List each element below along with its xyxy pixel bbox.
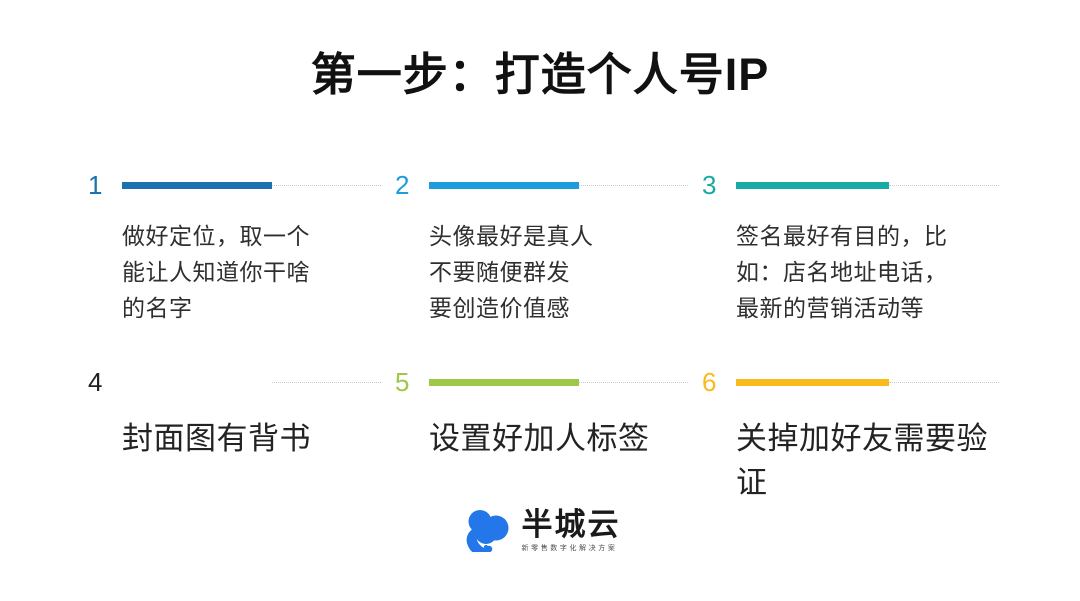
step-number-5: 5 bbox=[395, 367, 410, 397]
page-title: 第一步：打造个人号IP bbox=[310, 49, 770, 100]
step-bar-remainder-3 bbox=[888, 185, 999, 186]
cloud-logo-icon bbox=[460, 508, 510, 556]
step-bar-fill-1 bbox=[122, 181, 273, 189]
steps-grid: 1 做好定位，取一个 能让人知道你干啥 的名字 2 头像最好是真人 不要随便群发… bbox=[88, 168, 1013, 505]
step-progress-bar-6 bbox=[736, 377, 999, 387]
step-header-6: 6 bbox=[702, 365, 999, 399]
step-item-2: 2 头像最好是真人 不要随便群发 要创造价值感 bbox=[395, 168, 702, 365]
step-bar-remainder-6 bbox=[888, 382, 999, 383]
step-item-4: 4 封面图有背书 bbox=[88, 365, 395, 505]
step-text-4: 封面图有背书 bbox=[122, 421, 311, 456]
step-bar-fill-5 bbox=[429, 378, 580, 386]
step-progress-bar-1 bbox=[122, 180, 381, 190]
step-number-4: 4 bbox=[88, 367, 103, 397]
step-bar-remainder-2 bbox=[579, 185, 688, 186]
step-header-1: 1 bbox=[88, 168, 381, 202]
logo-textblock: 半城云 新零售数字化解决方案 bbox=[522, 509, 621, 552]
step-header-3: 3 bbox=[702, 168, 999, 202]
step-bar-fill-4 bbox=[122, 379, 272, 386]
step-item-6: 6 关掉加好友需要验 证 bbox=[702, 365, 1013, 505]
footer-logo: 半城云 新零售数字化解决方案 bbox=[0, 508, 1080, 556]
step-text-5: 设置好加人标签 bbox=[429, 421, 650, 456]
step-text-1: 做好定位，取一个 能让人知道你干啥 的名字 bbox=[122, 223, 310, 321]
step-item-3: 3 签名最好有目的，比 如：店名地址电话， 最新的营销活动等 bbox=[702, 168, 1013, 365]
step-progress-bar-2 bbox=[429, 180, 688, 190]
step-bar-remainder-5 bbox=[579, 382, 688, 383]
step-bar-fill-2 bbox=[429, 181, 580, 189]
step-progress-bar-4 bbox=[122, 377, 381, 387]
step-number-1: 1 bbox=[88, 170, 103, 200]
step-progress-bar-3 bbox=[736, 180, 999, 190]
step-item-5: 5 设置好加人标签 bbox=[395, 365, 702, 505]
step-bar-remainder-4 bbox=[272, 382, 381, 383]
logo-tagline: 新零售数字化解决方案 bbox=[521, 544, 618, 552]
step-progress-bar-5 bbox=[429, 377, 688, 387]
step-header-2: 2 bbox=[395, 168, 688, 202]
step-text-3: 签名最好有目的，比 如：店名地址电话， 最新的营销活动等 bbox=[736, 223, 948, 321]
step-header-5: 5 bbox=[395, 365, 688, 399]
step-bar-fill-6 bbox=[736, 378, 889, 386]
step-text-6: 关掉加好友需要验 证 bbox=[736, 421, 988, 500]
step-number-3: 3 bbox=[702, 170, 717, 200]
step-header-4: 4 bbox=[88, 365, 381, 399]
step-text-2: 头像最好是真人 不要随便群发 要创造价值感 bbox=[429, 223, 594, 321]
step-number-6: 6 bbox=[702, 367, 717, 397]
step-bar-fill-3 bbox=[736, 181, 889, 189]
step-bar-remainder-1 bbox=[272, 185, 381, 186]
logo-wordmark: 半城云 bbox=[521, 506, 621, 542]
step-number-2: 2 bbox=[395, 170, 410, 200]
step-item-1: 1 做好定位，取一个 能让人知道你干啥 的名字 bbox=[88, 168, 395, 365]
